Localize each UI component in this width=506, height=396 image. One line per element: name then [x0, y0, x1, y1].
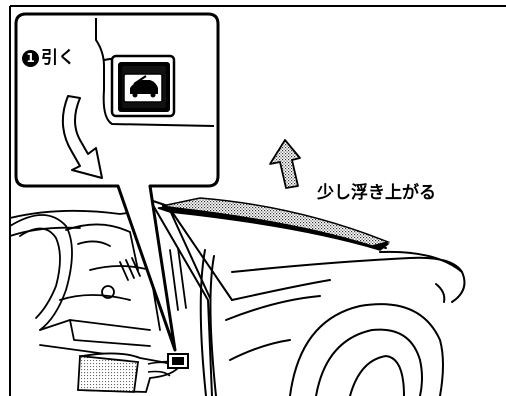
step-pull-label: 1 引く [22, 50, 75, 67]
callout-content [61, 18, 215, 179]
up-arrow-icon [269, 139, 301, 189]
pull-action-text: 引く [41, 48, 75, 68]
hood-lift-label: 少し浮き上がる [317, 183, 436, 203]
hand-and-lever [77, 352, 189, 393]
raised-hood [157, 197, 391, 251]
outer-frame [9, 5, 506, 396]
car-hood-icon [130, 75, 158, 98]
step-number-badge: 1 [22, 50, 39, 67]
curved-arrow-icon [61, 95, 103, 179]
